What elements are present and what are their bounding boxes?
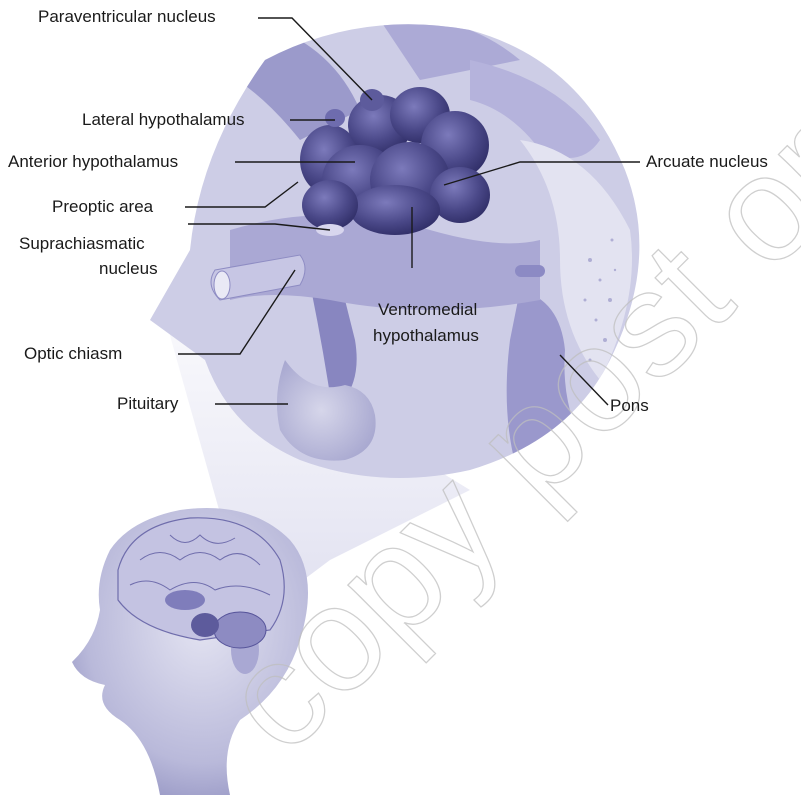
label-pons: Pons (610, 396, 649, 416)
label-ventromedial-line1: Ventromedial (378, 300, 477, 320)
label-anterior-hypothalamus: Anterior hypothalamus (8, 152, 178, 172)
label-optic-chiasm: Optic chiasm (24, 344, 122, 364)
label-lateral-hypothalamus: Lateral hypothalamus (82, 110, 245, 130)
label-arcuate-nucleus: Arcuate nucleus (646, 152, 768, 172)
label-ventromedial-line2: hypothalamus (373, 326, 479, 346)
label-suprachiasmatic-line2: nucleus (99, 259, 158, 279)
label-suprachiasmatic-line1: Suprachiasmatic (19, 234, 145, 254)
label-preoptic-area: Preoptic area (52, 197, 153, 217)
label-pituitary: Pituitary (117, 394, 178, 414)
label-paraventricular-nucleus: Paraventricular nucleus (38, 7, 216, 27)
